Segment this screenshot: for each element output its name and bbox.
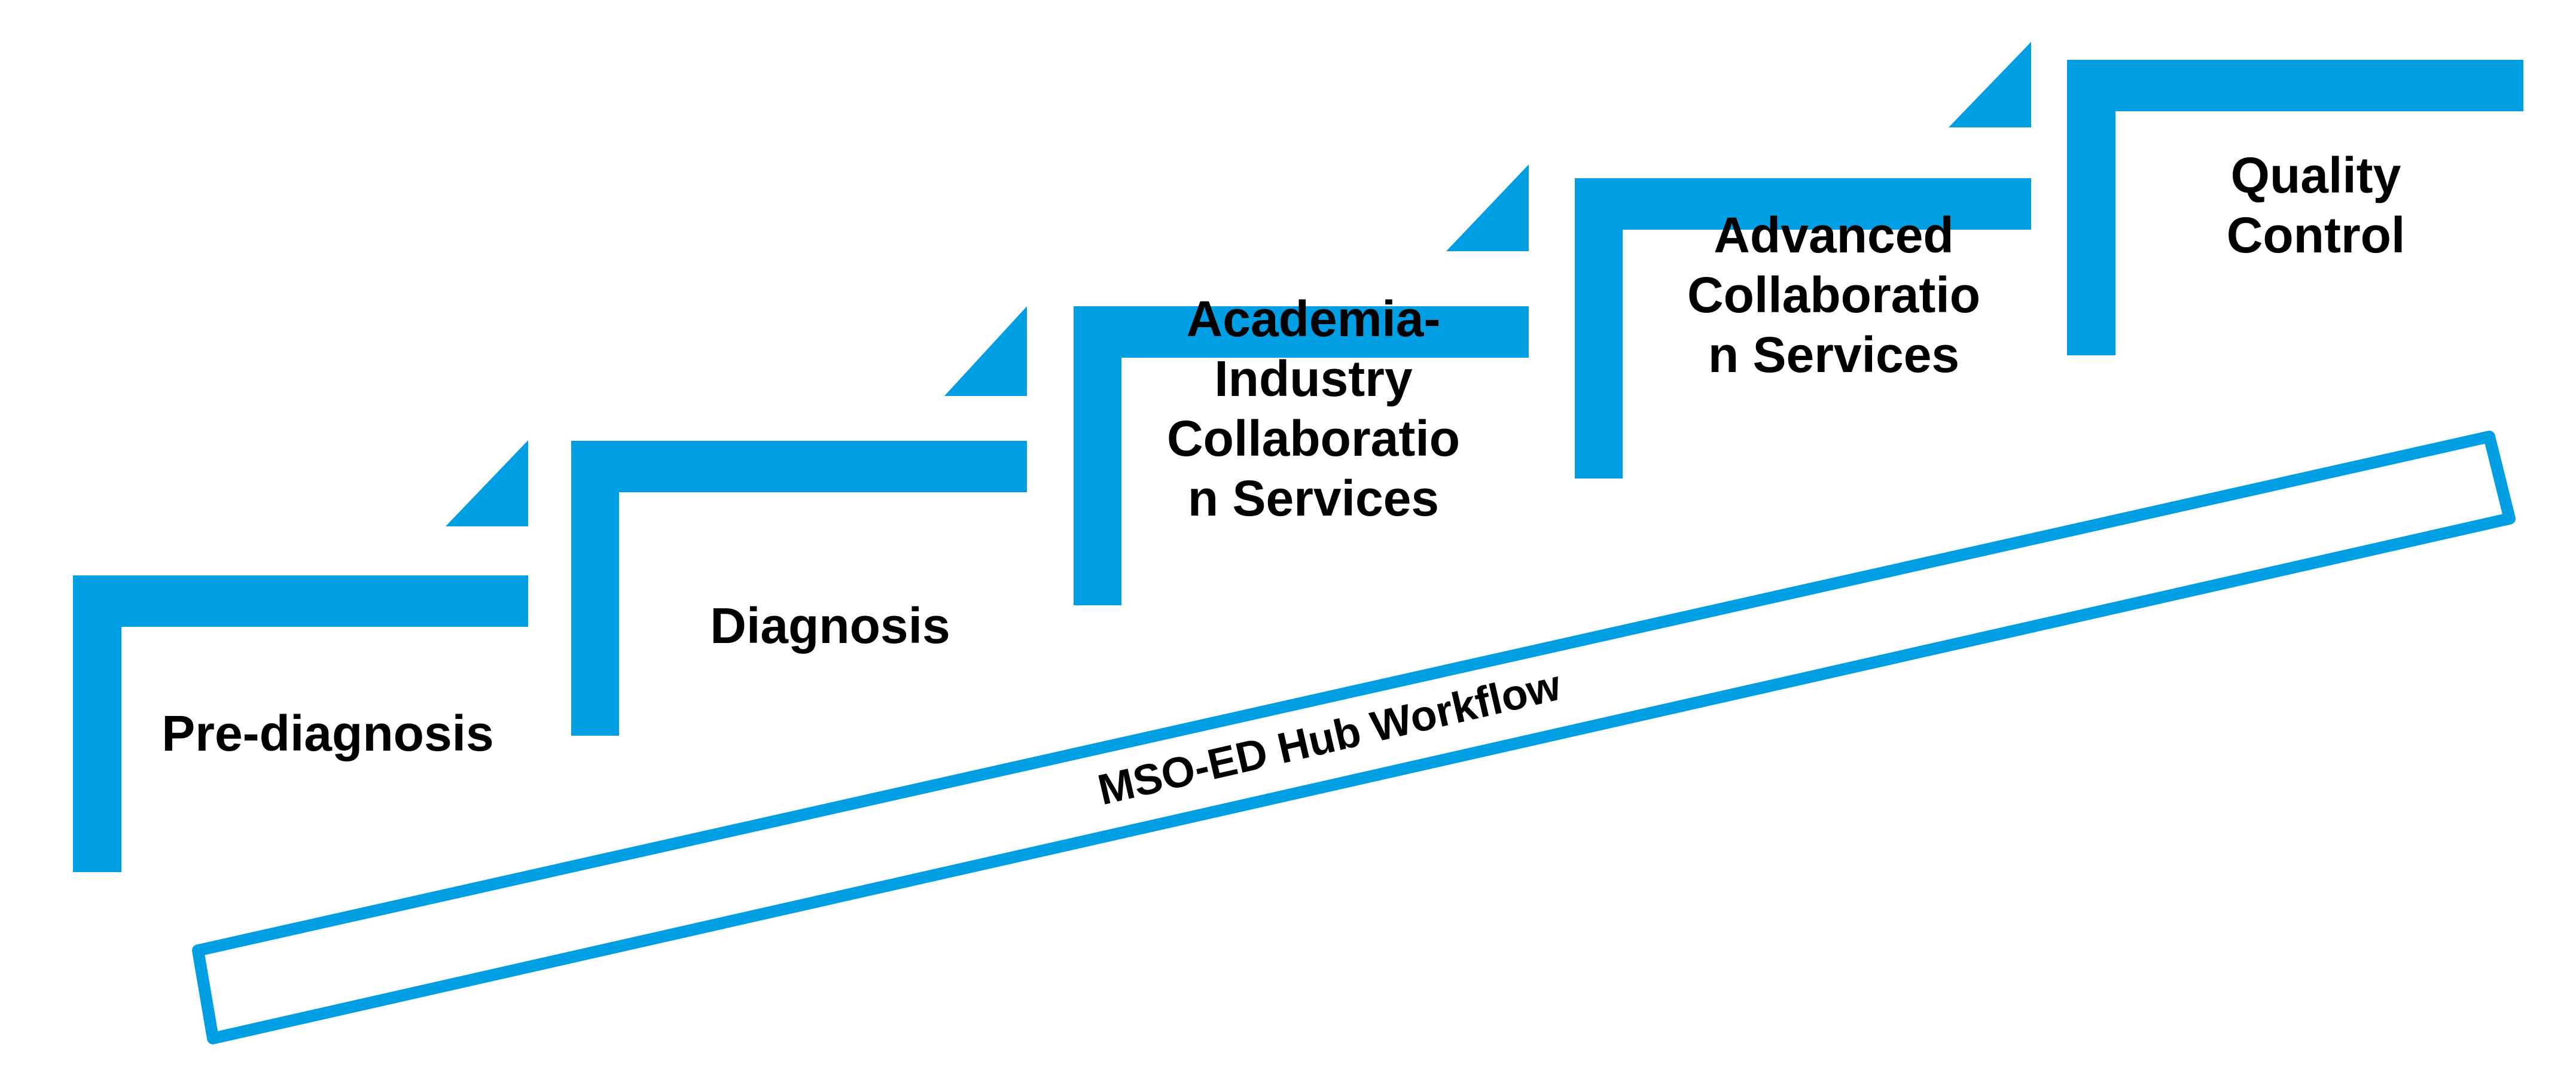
step-diagnosis-label: Diagnosis [710, 598, 950, 654]
step-pre-diagnosis-horizontal [73, 575, 528, 627]
step-diagnosis: Diagnosis [571, 306, 1027, 736]
step-pre-diagnosis-label: Pre-diagnosis [161, 705, 493, 761]
step-label-line: Advanced [1714, 207, 1953, 263]
step-label-line: n Services [1708, 327, 1959, 383]
step-label-line: Diagnosis [710, 598, 950, 654]
step-label-line: Quality [2231, 147, 2401, 203]
step-label-line: Industry [1214, 351, 1413, 407]
hub-workflow-bar: MSO-ED Hub Workflow [192, 431, 2516, 1044]
step-label-line: Collaboratio [1167, 410, 1460, 467]
step-label-line: Pre-diagnosis [161, 705, 493, 761]
step-diagnosis-arrow-tip [944, 306, 1027, 396]
step-pre-diagnosis-arrow-tip [446, 440, 528, 526]
step-pre-diagnosis: Pre-diagnosis [73, 440, 528, 872]
step-quality-control-horizontal [2067, 60, 2523, 111]
step-diagnosis-horizontal [571, 441, 1027, 492]
step-academia-industry-arrow-tip [1446, 164, 1529, 251]
step-label-line: n Services [1188, 470, 1439, 526]
hub-workflow-bar-outline [192, 431, 2516, 1044]
step-label-line: Academia- [1187, 291, 1441, 347]
step-label-line: Collaboratio [1687, 267, 1980, 323]
step-advanced-collaboration-horizontal [1575, 178, 2031, 230]
step-academia-industry-horizontal [1074, 306, 1529, 358]
step-advanced-collaboration-arrow-tip [1949, 42, 2031, 127]
step-label-line: Control [2227, 207, 2406, 263]
